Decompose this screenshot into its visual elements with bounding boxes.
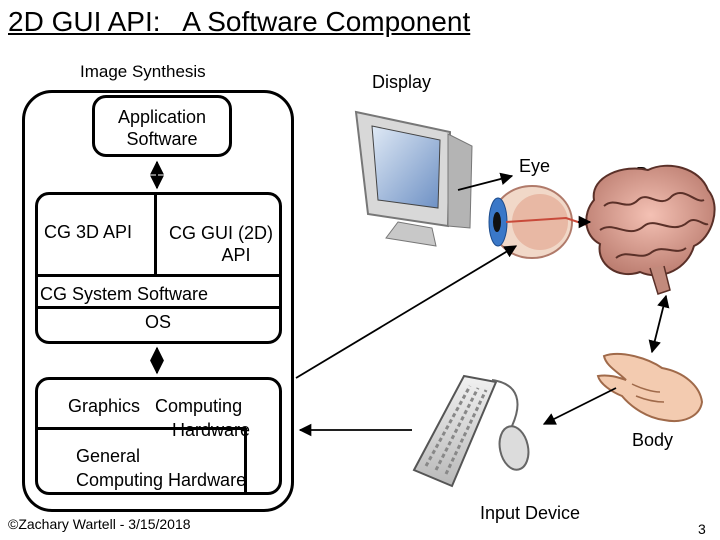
api-divider-horizontal [36, 274, 280, 277]
hardware-box [35, 377, 282, 495]
cg-api-stack-box [35, 192, 282, 344]
cg-gui-api-label: CG GUI (2D) [168, 223, 273, 243]
body-label: Body [632, 430, 674, 450]
keyboard-icon [412, 374, 498, 488]
application-software-box: Application Software [92, 95, 232, 157]
os-divider [36, 306, 280, 309]
mouse-icon [491, 379, 530, 471]
hardware-divider-vertical [244, 428, 247, 493]
cg-system-software-label: CG System Software [40, 284, 209, 304]
image-synthesis-label: Image Synthesis [80, 62, 206, 81]
hand-icon [596, 352, 704, 422]
slide-title: 2D GUI API: A Software Component [8, 6, 471, 37]
graphics-computing-label: Graphics Computing [68, 396, 243, 416]
api-divider-vertical [154, 194, 157, 276]
page-number: 3 [698, 521, 706, 537]
hardware-divider-horizontal [36, 427, 246, 430]
software-label: Software [126, 129, 198, 149]
computing-hardware-label: Computing Hardware [76, 470, 247, 490]
eye-label: Eye [519, 156, 551, 176]
eye-icon [488, 185, 591, 259]
input-device-label: Input Device [480, 503, 581, 523]
general-label: General [76, 446, 141, 466]
cg-3d-api-label: CG 3D API [44, 222, 133, 242]
copyright-text: ©Zachary Wartell - 3/15/2018 [8, 516, 191, 532]
hardware-label: Hardware [172, 420, 251, 440]
display-label: Display [372, 72, 432, 92]
os-label: OS [145, 312, 172, 332]
monitor-icon [354, 110, 473, 247]
cg-gui-api-label-2: API [221, 245, 251, 265]
application-label: Application [117, 107, 207, 127]
brain-icon [585, 164, 716, 295]
